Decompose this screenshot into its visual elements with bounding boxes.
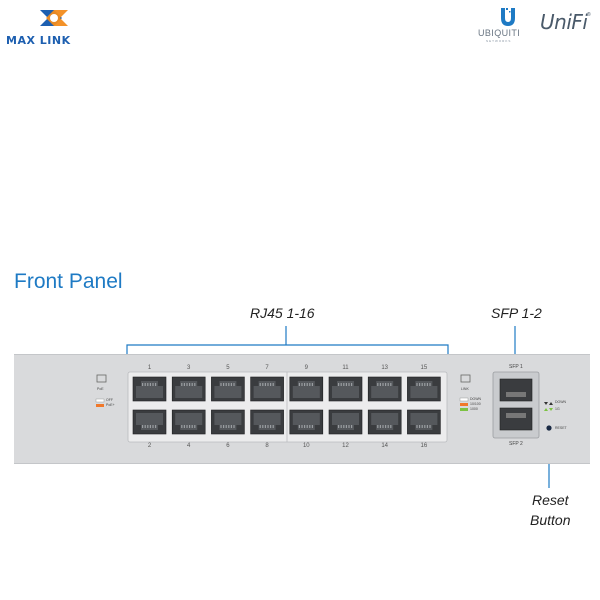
port-number-7: 7 [265,365,269,371]
port-number-1: 1 [147,365,152,371]
poe-label: PoE [97,387,104,391]
port-number-2: 2 [147,443,152,449]
sfp-1g-label: 1G [555,407,560,411]
poe-off-swatch [95,398,105,403]
port-number-15: 15 [420,365,428,371]
link-port-icon [460,374,471,383]
reset-callout-line2: Button [530,512,571,528]
rj45-port-5[interactable] [211,376,245,402]
sfp-down-label: DOWN [555,400,567,404]
rj45-callout-label: RJ45 1-16 [250,305,315,321]
page-title: Front Panel [14,270,123,293]
port-number-11: 11 [342,365,349,371]
ubiquiti-networks-text: NETWORKS [486,39,512,43]
rj45-port-9[interactable] [289,376,324,402]
link-down-label: DOWN [470,397,482,401]
sfp-down-arrow-icon [544,402,548,405]
link-1000-swatch [460,408,468,411]
ubiquiti-brand-text: UBIQUITI [478,28,521,38]
port-number-14: 14 [381,443,389,449]
rj45-port-14[interactable] [367,409,402,435]
reset-button[interactable] [546,425,552,431]
port-number-4: 4 [187,443,191,449]
link-100-swatch [460,403,468,406]
port-number-6: 6 [226,443,230,449]
port-number-9: 9 [304,365,308,371]
sfp-1g-arrow-icon [544,408,548,411]
poe-off-label: OFF [106,398,113,402]
poe-port-icon [96,374,107,383]
reset-panel-label: RESET [555,426,567,430]
poe-plus-swatch [96,404,104,407]
sfp-1-label: SFP 1 [509,364,523,370]
poe-plus-label: PoE+ [106,403,115,407]
rj45-port-16[interactable] [407,409,441,435]
port-number-8: 8 [265,443,269,449]
rj45-port-2[interactable] [132,409,167,435]
link-down-swatch [459,397,469,402]
rj45-port-11[interactable] [328,376,363,402]
unifi-registered-mark: ® [587,12,591,18]
link-1000-label: 1000 [470,407,478,411]
reset-callout-label: Reset Button [530,490,570,530]
rj45-port-6[interactable] [211,409,245,435]
rj45-port-block [127,371,448,443]
rj45-port-12[interactable] [328,409,363,435]
sfp-legend [544,402,553,411]
rj45-port-10[interactable] [289,409,324,435]
rj45-port-13[interactable] [367,376,402,402]
link-100-label: 10/100 [470,402,481,406]
maxlink-logo [40,10,68,26]
rj45-port-1[interactable] [132,376,167,402]
port-number-12: 12 [342,443,349,449]
port-number-5: 5 [226,365,230,371]
sfp-cage [492,371,540,439]
maxlink-brand-text: MAX LINK [6,34,71,47]
rj45-port-3[interactable] [171,376,206,402]
sfp-2-label: SFP 2 [509,441,523,447]
ubiquiti-logo-icon [501,8,515,26]
rj45-port-15[interactable] [407,376,441,402]
port-number-10: 10 [302,443,310,449]
port-number-13: 13 [381,365,389,371]
reset-callout-line1: Reset [531,492,569,508]
rj45-port-4[interactable] [171,409,206,435]
port-number-3: 3 [187,365,191,371]
port-number-16: 16 [420,443,428,449]
rj45-port-7[interactable] [250,376,284,402]
unifi-brand-text: UniFi [540,10,588,34]
rj45-port-8[interactable] [250,409,284,435]
link-legend [459,374,471,411]
sfp-callout-label: SFP 1-2 [491,305,542,321]
poe-legend [95,374,107,407]
link-label: LINK [461,387,469,391]
